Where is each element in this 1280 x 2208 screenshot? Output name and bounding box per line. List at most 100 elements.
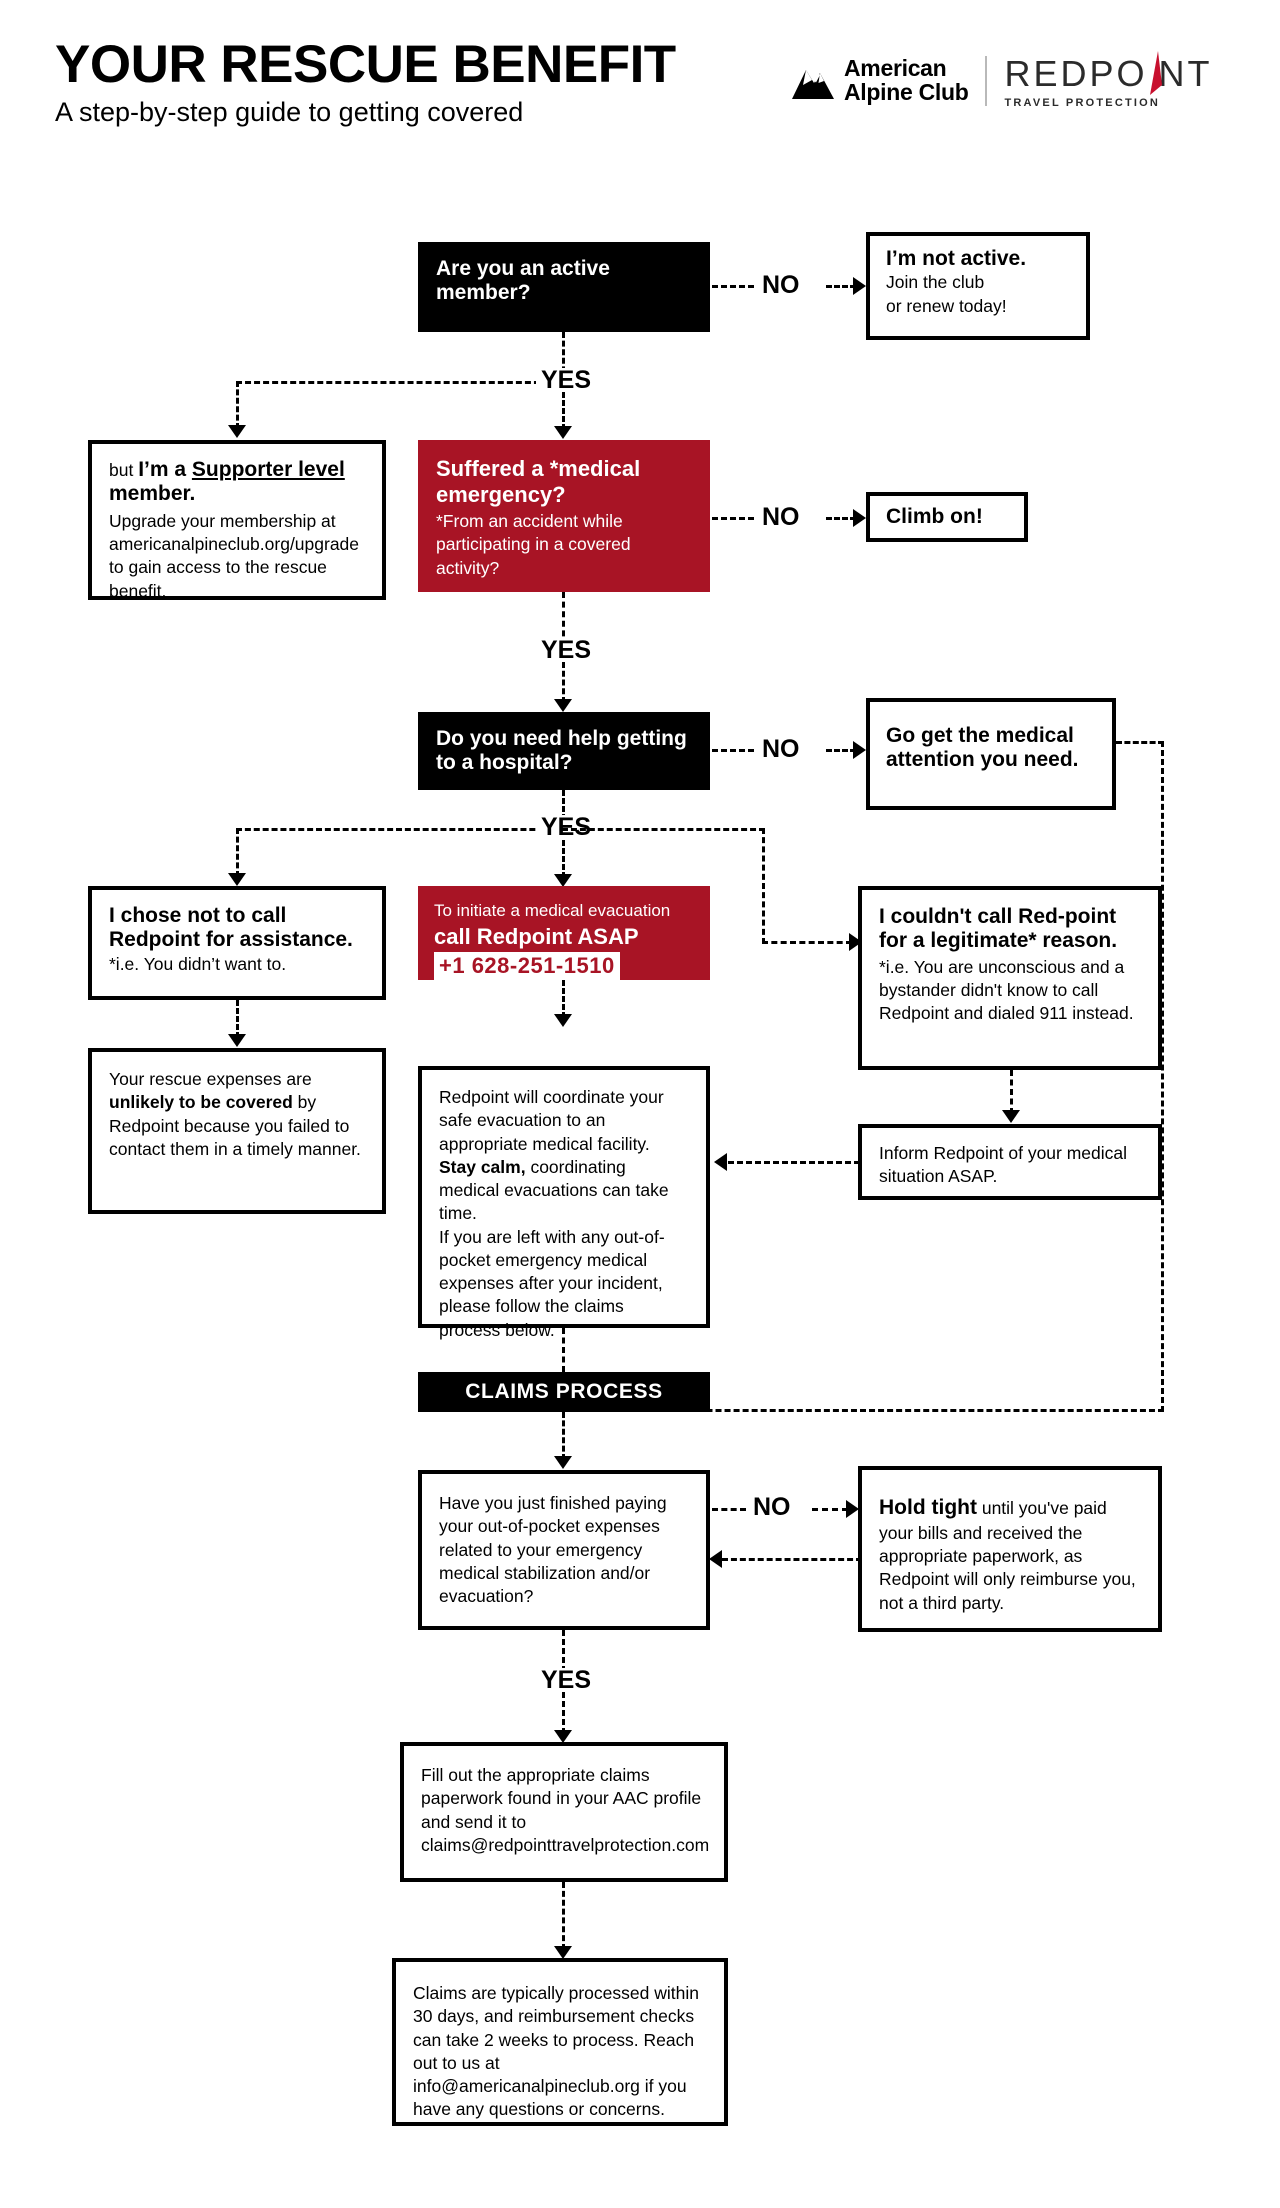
aac-wordmark: American Alpine Club xyxy=(844,55,969,105)
american-alpine-club-logo: American Alpine Club xyxy=(790,55,969,105)
node-redpoint-coordinates[interactable]: Redpoint will coordinate your safe evacu… xyxy=(418,1066,710,1340)
coordination-text-2: coordinating medical evacuations can tak… xyxy=(439,1156,669,1224)
red-slash-icon xyxy=(1147,51,1162,95)
aac-line-2: Alpine Club xyxy=(844,79,969,105)
edge-label-no-1: NO xyxy=(757,273,805,298)
node-climb-on[interactable]: Climb on! xyxy=(866,492,1028,542)
arrow-into-coordination-left xyxy=(714,1153,727,1171)
arrow-to-climb-on xyxy=(853,509,866,527)
edge-hospital-yes-left-v xyxy=(236,828,239,877)
unlikely-text-2: by Redpoint because you failed to contac… xyxy=(109,1092,361,1159)
edge-right-rail-to-claims-h xyxy=(562,1409,1164,1412)
node-claims-processed-text: Claims are typically processed within 30… xyxy=(413,1983,699,2120)
node-chose-not-to-call[interactable]: I chose not to call Redpoint for assista… xyxy=(88,886,386,1000)
arrow-to-finished-paying xyxy=(554,1456,572,1469)
edge-hold-tight-back-h xyxy=(722,1558,862,1561)
arrow-to-hospital xyxy=(554,699,572,712)
node-supporter-heading: but I’m a Supporter level member. xyxy=(109,458,345,505)
arrow-to-claims-processed xyxy=(554,1946,572,1959)
hold-tight-bold-1: Hold tight xyxy=(879,1496,977,1519)
node-go-get-care-heading: Go get the medical attention you need. xyxy=(886,724,1079,772)
node-chose-not-to-call-heading: I chose not to call Redpoint for assista… xyxy=(109,904,353,952)
edge-paying-no-right xyxy=(812,1508,848,1511)
node-claims-processed[interactable]: Claims are typically processed within 30… xyxy=(392,1958,728,2126)
claims-process-banner: CLAIMS PROCESS xyxy=(418,1372,710,1412)
edge-claims-to-question-v xyxy=(562,1412,565,1460)
arrow-back-to-finished-paying xyxy=(709,1550,722,1568)
edge-paying-yes-stem-2 xyxy=(562,1692,565,1734)
edge-label-yes-2: YES xyxy=(536,638,597,663)
node-need-hospital[interactable]: Do you need help getting to a hospital? xyxy=(418,712,710,790)
node-supporter-level[interactable]: but I’m a Supporter level member. Upgrad… xyxy=(88,440,386,601)
edge-active-yes-stem xyxy=(562,332,565,381)
redpoint-word-part-2: NT xyxy=(1158,53,1213,94)
node-medical-emergency-note: *From an accident while participating in… xyxy=(436,511,631,578)
arrow-to-go-get-care xyxy=(853,741,866,759)
title-block: YOUR RESCUE BENEFIT A step-by-step guide… xyxy=(55,38,676,128)
page-subtitle: A step-by-step guide to getting covered xyxy=(55,97,524,127)
edge-hospital-yes-center-v xyxy=(562,840,565,878)
edge-active-no-left xyxy=(712,285,754,288)
edge-to-couldnt-call-h xyxy=(762,941,852,944)
node-hold-tight[interactable]: Hold tight until you've paid your bills … xyxy=(858,1466,1162,1632)
edge-label-yes-1: YES xyxy=(536,368,597,393)
edge-chose-to-unlikely-v xyxy=(236,1000,239,1038)
node-couldnt-call-note: *i.e. You are unconscious and a bystande… xyxy=(879,956,1134,1024)
redpoint-phone-number[interactable]: +1 628-251-1510 xyxy=(434,952,620,981)
edge-coordination-to-claims-v xyxy=(562,1328,565,1372)
node-inform-redpoint[interactable]: Inform Redpoint of your medical situatio… xyxy=(858,1124,1162,1200)
node-couldnt-call-heading: I couldn't call Red-point for a legitima… xyxy=(879,905,1118,953)
aac-line-1: American xyxy=(844,55,947,82)
node-finished-paying[interactable]: Have you just finished paying your out-o… xyxy=(418,1470,710,1630)
node-need-hospital-question: Do you need help getting to a hospital? xyxy=(436,727,687,775)
edge-paying-no-left xyxy=(712,1508,746,1511)
supporter-bold-1: I’m a xyxy=(138,458,192,481)
node-call-redpoint[interactable]: To initiate a medical evacuation call Re… xyxy=(418,886,710,981)
claims-process-label: CLAIMS PROCESS xyxy=(465,1380,663,1403)
page-header: YOUR RESCUE BENEFIT A step-by-step guide… xyxy=(0,0,1280,150)
coordination-bold-1: Stay calm, xyxy=(439,1156,526,1177)
edge-active-yes-stem-2 xyxy=(562,392,565,430)
edge-hospital-no-left xyxy=(712,749,754,752)
arrow-to-medical-emergency xyxy=(554,426,572,439)
edge-call-to-coordinate-v xyxy=(562,980,565,1018)
edge-inform-to-coordination-h xyxy=(728,1161,860,1164)
unlikely-bold-1: unlikely to be covered xyxy=(109,1092,293,1113)
edge-active-yes-branch-h xyxy=(236,381,558,384)
edge-label-yes-3: YES xyxy=(536,815,597,840)
unlikely-text-1: Your rescue expenses are xyxy=(109,1069,312,1089)
node-unlikely-covered[interactable]: Your rescue expenses are unlikely to be … xyxy=(88,1048,386,1214)
node-coordination-paragraph-1: Redpoint will coordinate your safe evacu… xyxy=(439,1086,689,1226)
node-call-redpoint-lead: To initiate a medical evacuation xyxy=(434,901,671,920)
node-coordination-paragraph-2: If you are left with any out-of-pocket e… xyxy=(439,1226,665,1340)
edge-label-no-4: NO xyxy=(748,1495,796,1520)
logo-group: American Alpine Club REDPO NT TRAVEL PRO… xyxy=(790,51,1213,110)
page-title: YOUR RESCUE BENEFIT xyxy=(55,35,676,94)
node-active-member-question: Are you an active member? xyxy=(436,257,610,305)
logo-divider xyxy=(985,56,988,106)
redpoint-wordmark: REDPO NT xyxy=(1004,51,1213,95)
edge-hospital-no-right xyxy=(826,749,856,752)
node-go-get-care[interactable]: Go get the medical attention you need. xyxy=(866,698,1116,810)
edge-emergency-yes-stem-2 xyxy=(562,662,565,703)
node-couldnt-call[interactable]: I couldn't call Red-point for a legitima… xyxy=(858,886,1162,1070)
node-fill-out-claims[interactable]: Fill out the appropriate claims paperwor… xyxy=(400,1742,728,1882)
edge-label-no-2: NO xyxy=(757,505,805,530)
hold-tight-text-1: until you've paid your bills and receive… xyxy=(879,1498,1136,1613)
edge-label-yes-4: YES xyxy=(536,1668,597,1693)
node-not-active-heading: I’m not active. xyxy=(886,247,1027,270)
edge-paying-yes-stem-1 xyxy=(562,1630,565,1672)
arrow-to-call-redpoint xyxy=(554,874,572,887)
node-call-redpoint-call: call Redpoint ASAP xyxy=(434,924,639,950)
node-medical-emergency[interactable]: Suffered a *medical emergency? *From an … xyxy=(418,440,710,592)
arrow-to-supporter xyxy=(228,425,246,438)
edge-care-to-right-h xyxy=(1116,741,1164,744)
edge-emergency-no-left xyxy=(712,517,754,520)
coordination-text-1: Redpoint will coordinate your safe evacu… xyxy=(439,1087,664,1154)
node-medical-emergency-heading: Suffered a *medical emergency? xyxy=(436,456,641,507)
node-inform-redpoint-text: Inform Redpoint of your medical situatio… xyxy=(879,1143,1128,1187)
edge-hospital-yes-stem xyxy=(562,790,565,828)
node-active-member[interactable]: Are you an active member? xyxy=(418,242,710,332)
node-not-active[interactable]: I’m not active. Join the club or renew t… xyxy=(866,232,1090,340)
